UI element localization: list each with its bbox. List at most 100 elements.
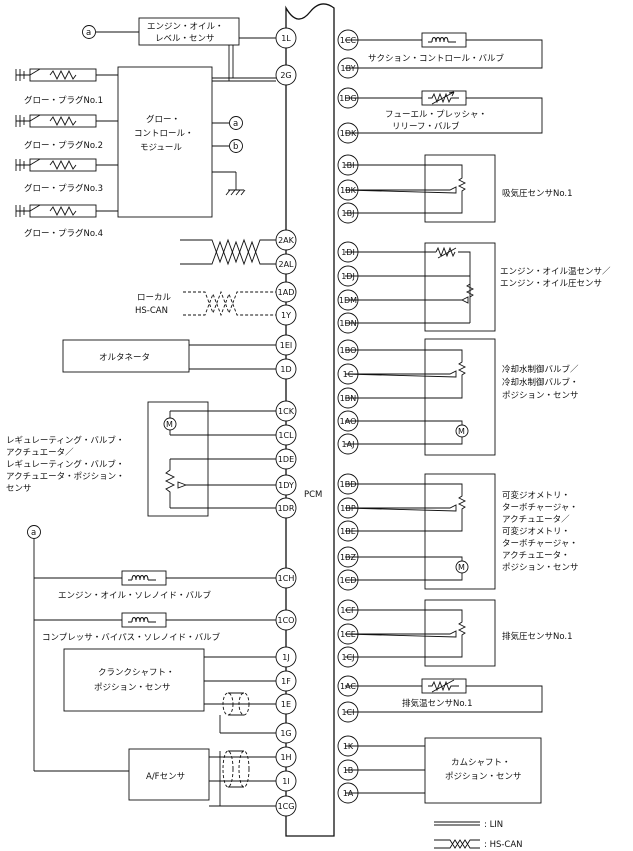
vgt-label-6: アクチュエータ・ [502, 551, 570, 561]
suction-valve-label: サクション・コントロール・バルブ [368, 53, 505, 64]
left-pin-label: 1CL [278, 431, 294, 440]
oil-temp-label-1: エンジン・オイル温センサ／ [500, 266, 611, 277]
legend-can: : HS-CAN [484, 840, 523, 850]
crank-label-2: ポジション・センサ [94, 683, 171, 693]
left-pin-label: 2AK [278, 236, 295, 245]
legend-can-icon [434, 839, 480, 849]
exhaust-pressure-sensor-box [424, 599, 496, 667]
coil-icon [128, 575, 156, 581]
right-pin-label: 1DI [341, 248, 355, 257]
left-pin-label: 1J [282, 653, 289, 662]
oil-temp-label-2: エンジン・オイル圧センサ [500, 279, 602, 289]
coil-icon-2 [128, 617, 156, 623]
left-pin-label: 1E [281, 700, 291, 709]
comp-bypass-label: コンプレッサ・バイパス・ソレノイド・バルブ [42, 632, 221, 643]
glow-plug-3-label: グロー・プラグNo.3 [24, 183, 103, 194]
left-pin-label: 1DY [278, 481, 294, 490]
left-pin-label: 1CO [278, 616, 295, 625]
coil-icon-3 [428, 37, 456, 43]
left-pin-label: 1CK [278, 407, 295, 416]
glow-plug-3-icon [15, 158, 118, 172]
right-pin-label: 1BI [342, 161, 355, 170]
marker-a-2-circle [229, 116, 243, 130]
glow-plug-4-icon [15, 204, 118, 218]
right-pin-label: 1BD [340, 480, 357, 489]
oil-temp-sensor-box [424, 242, 496, 332]
left-pin-label: 1D [280, 365, 291, 374]
crank-label-1: クランクシャフト・ [98, 668, 175, 678]
right-pin-label: 1BZ [340, 553, 357, 562]
oil-level-sensor-label-2: レベル・センサ [155, 34, 215, 44]
glow-plug-2-label: グロー・プラグNo.2 [24, 140, 103, 151]
left-pin-label: 1DR [278, 504, 295, 513]
left-pin-label: 1DE [278, 455, 294, 464]
right-pin-label: 1DN [339, 319, 356, 328]
marker-b-circle [229, 139, 243, 153]
glow-control-label-2: コントロール・ [134, 129, 194, 139]
local-can-label-1: ローカル [137, 293, 172, 303]
fuel-relief-label-1: フューエル・プレッシャ・ [385, 110, 487, 120]
svg-text:M: M [166, 420, 173, 429]
right-pin-label: 1CI [341, 708, 354, 717]
marker-b: b [233, 142, 238, 152]
right-pin-label: 1DM [339, 296, 357, 305]
legend-lin: : LIN [484, 820, 503, 830]
right-pin-label: 1BN [340, 394, 357, 403]
right-pin-label: 1CJ [341, 653, 354, 662]
left-pin-label: 1I [282, 777, 289, 786]
reg-valve-label-4: アクチュエータ・ポジション・ [6, 472, 125, 482]
af-sensor-box [128, 748, 210, 801]
vgt-label-5: ターボチャージャ・ [502, 539, 578, 549]
hs-can-twisted-pair-icon [180, 238, 276, 266]
glow-control-module-box [117, 66, 213, 218]
coolant-label-3: ポジション・センサ [502, 391, 579, 401]
vgt-label-1: 可変ジオメトリ・ [502, 490, 570, 501]
fuel-relief-label-2: リリーフ・バルブ [392, 121, 460, 132]
vgt-label-3: アクチュエータ／ [502, 515, 570, 525]
right-pin-label: 1AJ [342, 440, 355, 449]
left-pin-label: 1EI [280, 341, 293, 350]
crankshaft-sensor-box [63, 648, 205, 712]
glow-plug-1-icon [15, 68, 118, 82]
pcm-pins-left: 1L2G2AK2AL1AD1Y1EI1D1CK1CL1DE1DY1DR1CH1C… [275, 27, 297, 817]
marker-a-2: a [233, 119, 238, 129]
marker-a-3: a [31, 528, 36, 538]
left-pin-label: 1G [280, 729, 291, 738]
left-pin-label: 1L [281, 34, 291, 43]
right-pin-label: 1DK [340, 129, 357, 138]
ground-icon [225, 189, 246, 196]
left-pin-label: 1CH [278, 574, 295, 583]
right-pin-label: 1BO [340, 346, 357, 355]
glow-control-label-1: グロー・ [146, 114, 180, 125]
coolant-label-1: 冷却水制御バルブ／ [502, 364, 579, 375]
oil-solenoid-label: エンジン・オイル・ソレノイド・バルブ [58, 590, 212, 601]
marker-a-3-circle [27, 525, 41, 539]
left-pin-label: 2G [280, 71, 291, 80]
reg-valve-label-5: センサ [6, 484, 32, 494]
pcm-pins-right: 1CC1BY1DG1DK1BI1BK1BJ1DI1DJ1DM1DN1BO1C1B… [337, 29, 359, 804]
alternator-box [62, 339, 190, 373]
intake-pressure-sensor-box [424, 154, 496, 223]
intake-pressure-label: 吸気圧センサNo.1 [502, 188, 573, 199]
right-pin-label: 1DJ [341, 272, 355, 281]
af-sensor-label: A/Fセンサ [146, 772, 185, 782]
shield-icon-3 [222, 750, 234, 788]
alternator-label: オルタネータ [99, 353, 150, 363]
right-pin-label: 1AO [340, 417, 357, 426]
oil-level-sensor-box [138, 17, 240, 46]
local-can-twisted-pair-icon [183, 290, 276, 317]
cam-label-1: カムシャフト・ [451, 758, 511, 768]
left-pin-label: 1AD [278, 288, 295, 297]
pcm-body [285, 3, 335, 837]
right-pin-label: 1DG [339, 94, 356, 103]
motor-icon-2 [455, 424, 469, 438]
motor-icon-3 [455, 560, 469, 574]
reg-valve-label-1: レギュレーティング・バルブ・ [6, 435, 124, 446]
pcm-label: PCM [304, 490, 322, 500]
left-pin-label: 1Y [281, 311, 291, 320]
right-pin-label: 1K [343, 742, 354, 751]
potentiometer-icon [164, 458, 276, 509]
reg-valve-label-2: アクチュエータ／ [6, 448, 74, 458]
right-pin-label: 1BE [340, 527, 356, 536]
